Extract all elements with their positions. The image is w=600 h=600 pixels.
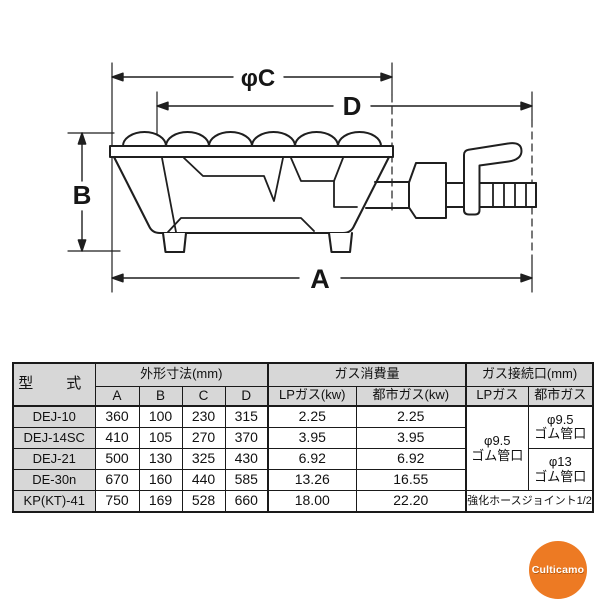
dim-label-c: φC [241, 65, 276, 92]
city-kw-cell: 16.55 [355, 469, 468, 492]
kp-connection-cell: 強化ホースジョイント1/2 [465, 490, 594, 513]
dimension-line-c [111, 72, 393, 82]
hose-barb-ribs [492, 182, 527, 208]
dim-a-cell: 500 [94, 447, 140, 471]
lp-kw-cell: 18.00 [267, 490, 357, 513]
dim-d-cell: 660 [224, 490, 270, 513]
dim-label-d: D [343, 91, 362, 121]
city-connection-large-cell: φ13 ゴム管口 [527, 447, 594, 492]
header-row-sub: A B C D LPガス(kw) 都市ガス(kw) LPガス 都市ガス [13, 385, 594, 407]
burner-top-plate [109, 145, 394, 158]
model-cell: DEJ-10 [12, 405, 96, 428]
header-conn-group: ガス接続口(mm) [465, 362, 594, 387]
conn-type: ゴム管口 [471, 447, 524, 463]
header-dims-group: 外形寸法(mm) [94, 362, 270, 387]
header-col-lp-conn: LPガス [465, 385, 529, 407]
header-row-groups: 型 式 外形寸法(mm) ガス消費量 ガス接続口(mm) [12, 362, 594, 407]
culticamo-logo: Culticamo [529, 541, 587, 599]
dim-b-cell: 160 [138, 469, 183, 492]
conn-size: φ13 [548, 454, 572, 470]
model-cell: DEJ-21 [12, 447, 96, 471]
extension-lines [67, 62, 533, 293]
lp-connection-cell: φ9.5 ゴム管口 [465, 405, 529, 492]
table-row: DEJ-14SC 410 105 270 370 3.95 3.95 [12, 426, 593, 449]
model-cell: KP(KT)-41 [12, 490, 96, 513]
dim-d-cell: 315 [224, 405, 270, 428]
lp-kw-cell: 2.25 [267, 405, 357, 428]
dim-c-cell: 270 [181, 426, 226, 449]
header-gas-group: ガス消費量 [267, 362, 468, 387]
header-col-city-conn: 都市ガス [527, 385, 594, 407]
burner-body-outline [112, 155, 391, 254]
dim-a-cell: 360 [94, 405, 140, 428]
lp-kw-cell: 13.26 [267, 469, 357, 492]
table-row: DEJ-10 360 100 230 315 2.25 2.25 φ9.5 ゴム… [12, 405, 594, 492]
conn-size: φ9.5 [547, 411, 574, 427]
dim-c-cell: 325 [181, 447, 226, 471]
dim-d-cell: 430 [224, 447, 270, 471]
table-row: DE-30n 670 160 440 585 13.26 16.55 [12, 469, 593, 492]
header-col-a: A [94, 385, 140, 407]
dim-c-cell: 440 [181, 469, 226, 492]
dim-b-cell: 169 [138, 490, 183, 513]
dim-c-cell: 230 [181, 405, 226, 428]
spec-table: 型 式 外形寸法(mm) ガス消費量 ガス接続口(mm) A B C D LPガ… [12, 362, 595, 513]
city-kw-cell: 2.25 [355, 405, 468, 428]
dim-b-cell: 100 [138, 405, 183, 428]
header-col-d: D [224, 385, 270, 407]
header-model: 型 式 [12, 362, 96, 407]
dim-a-cell: 410 [94, 426, 140, 449]
burner-stand-details [161, 157, 358, 233]
city-kw-cell: 6.92 [355, 447, 468, 471]
burner-technical-drawing: φC D B A [67, 62, 537, 294]
dim-a-cell: 750 [94, 490, 140, 513]
valve-handle [463, 142, 523, 216]
table-row: KP(KT)-41 750 169 528 660 18.00 22.20 強化… [12, 490, 594, 513]
city-kw-cell: 3.95 [355, 426, 468, 449]
header-col-b: B [138, 385, 183, 407]
dim-d-cell: 370 [224, 426, 270, 449]
dim-label-b: B [73, 180, 92, 210]
mixer-block [408, 162, 447, 219]
dim-a-cell: 670 [94, 469, 140, 492]
lp-kw-cell: 6.92 [267, 447, 357, 471]
gas-valve-assembly [365, 142, 537, 219]
logo-text: Culticamo [531, 564, 585, 576]
dimension-line-a [111, 273, 533, 283]
header-col-c: C [181, 385, 226, 407]
model-cell: DE-30n [12, 469, 96, 492]
conn-size: φ9.5 [484, 433, 511, 449]
dim-label-a: A [310, 264, 330, 294]
dimension-line-d [156, 101, 533, 111]
city-kw-cell: 22.20 [355, 490, 468, 513]
conn-type: ゴム管口 [534, 426, 587, 442]
dim-d-cell: 585 [224, 469, 270, 492]
conn-type: ゴム管口 [534, 468, 587, 484]
lp-kw-cell: 3.95 [267, 426, 357, 449]
dimension-line-b [77, 132, 87, 252]
header-col-city-kw: 都市ガス(kw) [355, 385, 468, 407]
dim-b-cell: 105 [138, 426, 183, 449]
header-col-lp-kw: LPガス(kw) [267, 385, 357, 407]
model-cell: DEJ-14SC [12, 426, 96, 449]
burner-caps [122, 131, 382, 147]
city-connection-small-cell: φ9.5 ゴム管口 [527, 405, 594, 449]
dim-b-cell: 130 [138, 447, 183, 471]
dim-c-cell: 528 [181, 490, 226, 513]
